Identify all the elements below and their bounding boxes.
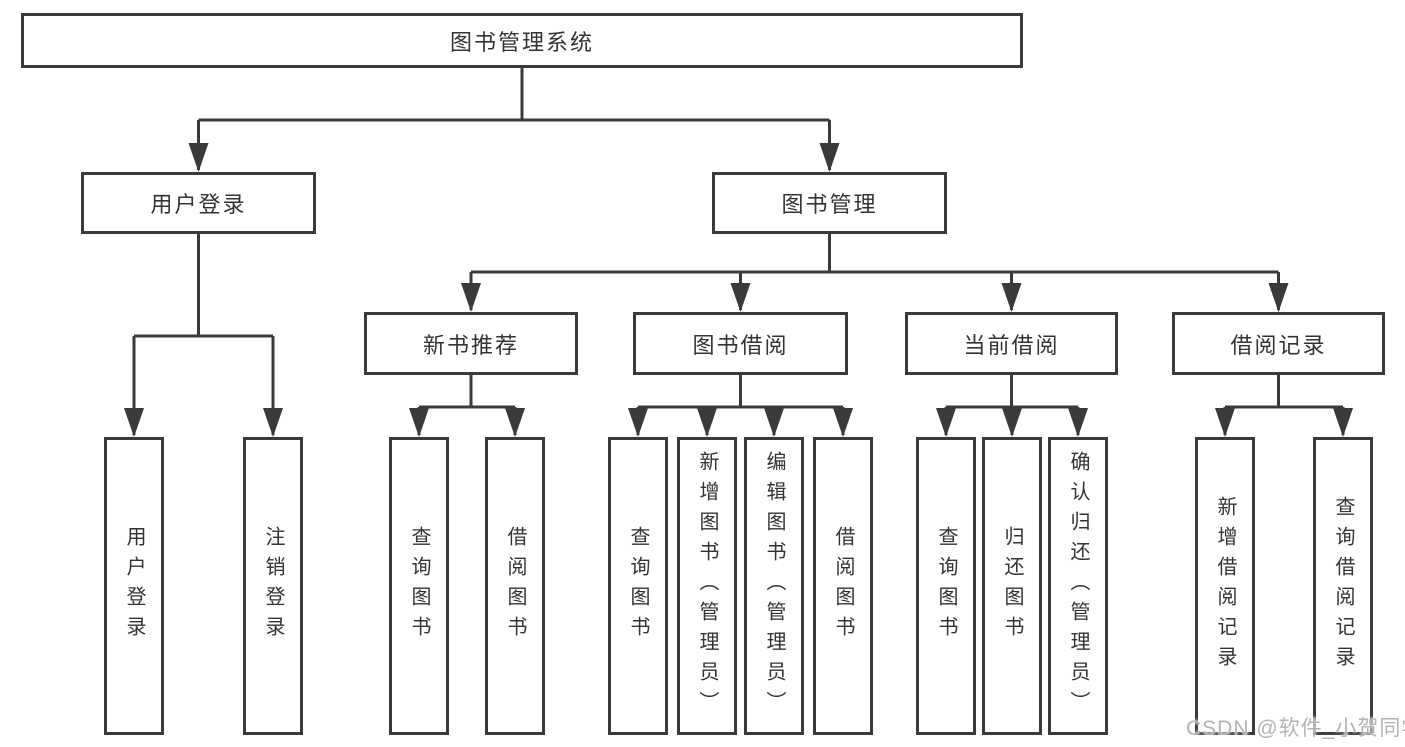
connector-user-login-children <box>124 234 283 437</box>
leaf-label: 新增图书（管理员） <box>696 451 718 721</box>
leaf-label: 查询借阅记录 <box>1332 496 1354 676</box>
connector-borrow-records-children <box>1215 375 1353 437</box>
leaf-label: 新增借阅记录 <box>1214 496 1236 676</box>
leaf-label: 借阅图书 <box>832 526 854 646</box>
connector-root-to-level1 <box>188 68 840 172</box>
leaf-add-books-admin: 新增图书（管理员） <box>677 437 737 735</box>
leaf-confirm-return-admin: 确认归还（管理员） <box>1048 437 1108 735</box>
node-library-system: 图书管理系统 <box>21 13 1023 68</box>
connector-new-books-children <box>409 375 525 437</box>
leaf-query-books-3: 查询图书 <box>916 437 976 735</box>
leaf-query-books-1: 查询图书 <box>389 437 449 735</box>
leaf-label: 注销登录 <box>262 526 284 646</box>
connector-book-borrow-children <box>628 375 853 437</box>
leaf-borrow-books-2: 借阅图书 <box>813 437 873 735</box>
leaf-label: 查询图书 <box>627 526 649 646</box>
leaf-query-borrow-record: 查询借阅记录 <box>1313 437 1373 735</box>
leaf-logout: 注销登录 <box>243 437 303 735</box>
csdn-watermark: CSDN @软件_小贺同学 <box>1186 717 1405 740</box>
leaf-edit-books-admin: 编辑图书（管理员） <box>744 437 804 735</box>
leaf-query-books-2: 查询图书 <box>608 437 668 735</box>
node-current-borrow: 当前借阅 <box>905 312 1118 375</box>
leaf-label: 查询图书 <box>408 526 430 646</box>
leaf-label: 归还图书 <box>1001 526 1023 646</box>
node-borrow-records: 借阅记录 <box>1172 312 1385 375</box>
node-book-management: 图书管理 <box>712 172 947 234</box>
connector-book-mgmt-children <box>461 234 1289 312</box>
leaf-return-books: 归还图书 <box>982 437 1042 735</box>
leaf-label: 编辑图书（管理员） <box>763 451 785 721</box>
leaf-label: 借阅图书 <box>504 526 526 646</box>
leaf-label: 查询图书 <box>935 526 957 646</box>
node-book-borrow: 图书借阅 <box>633 312 848 375</box>
leaf-add-borrow-record: 新增借阅记录 <box>1195 437 1255 735</box>
node-new-book-recommend: 新书推荐 <box>364 312 578 375</box>
leaf-label: 用户登录 <box>123 526 145 646</box>
leaf-borrow-books-1: 借阅图书 <box>485 437 545 735</box>
node-user-login: 用户登录 <box>81 172 316 234</box>
connector-current-borrow-children <box>936 375 1088 437</box>
leaf-user-login: 用户登录 <box>104 437 164 735</box>
leaf-label: 确认归还（管理员） <box>1067 451 1089 721</box>
